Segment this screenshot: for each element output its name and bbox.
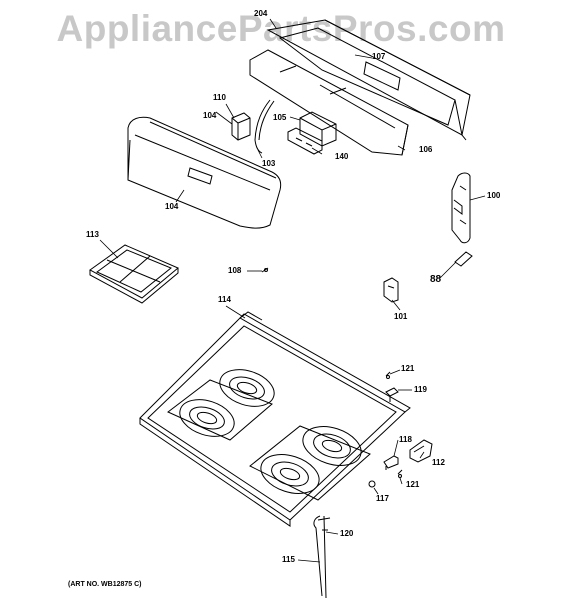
callout-112: 112 — [432, 458, 445, 467]
callout-120: 120 — [340, 529, 354, 538]
art-number: (ART NO. WB12875 C) — [68, 581, 142, 588]
manifold-panel — [127, 116, 282, 229]
callout-88: 88 — [430, 274, 442, 285]
callout-104-bottom: 104 — [165, 202, 179, 211]
callout-108: 108 — [228, 266, 242, 275]
callout-118: 118 — [399, 435, 412, 444]
switch-part — [231, 112, 251, 141]
screw-108 — [261, 267, 269, 273]
igniter-wire — [254, 99, 275, 154]
burner-rear-right — [302, 426, 362, 466]
clip-101 — [383, 277, 399, 303]
callout-140: 140 — [335, 152, 349, 161]
callout-106: 106 — [419, 145, 433, 154]
callout-117: 117 — [376, 494, 389, 503]
callout-121-upper: 121 — [401, 364, 415, 373]
spark-module — [287, 111, 337, 155]
cooktop — [139, 311, 411, 527]
callout-121-lower: 121 — [406, 480, 420, 489]
callout-105: 105 — [273, 113, 287, 122]
callout-104-top: 104 — [203, 111, 217, 120]
small-hardware — [368, 371, 433, 488]
burner-grate — [89, 244, 179, 304]
side-bracket — [451, 172, 471, 244]
backsplash-panel — [249, 19, 471, 156]
rod-115 — [313, 515, 331, 599]
roller-part — [454, 251, 473, 267]
callout-115: 115 — [282, 555, 295, 564]
callout-119: 119 — [414, 385, 427, 394]
watermark-logo: AppliancePartsPros.com — [56, 8, 506, 49]
burner-rear-left — [219, 369, 275, 407]
callout-114: 114 — [218, 295, 231, 304]
callout-103: 103 — [262, 159, 276, 168]
callout-107: 107 — [372, 52, 386, 61]
callout-204: 204 — [254, 9, 268, 18]
callout-113: 113 — [86, 230, 99, 239]
callout-101: 101 — [394, 312, 408, 321]
callout-110: 110 — [213, 93, 226, 102]
leader-lines — [99, 18, 486, 563]
callout-100: 100 — [487, 191, 501, 200]
burner-front-left — [179, 399, 235, 437]
